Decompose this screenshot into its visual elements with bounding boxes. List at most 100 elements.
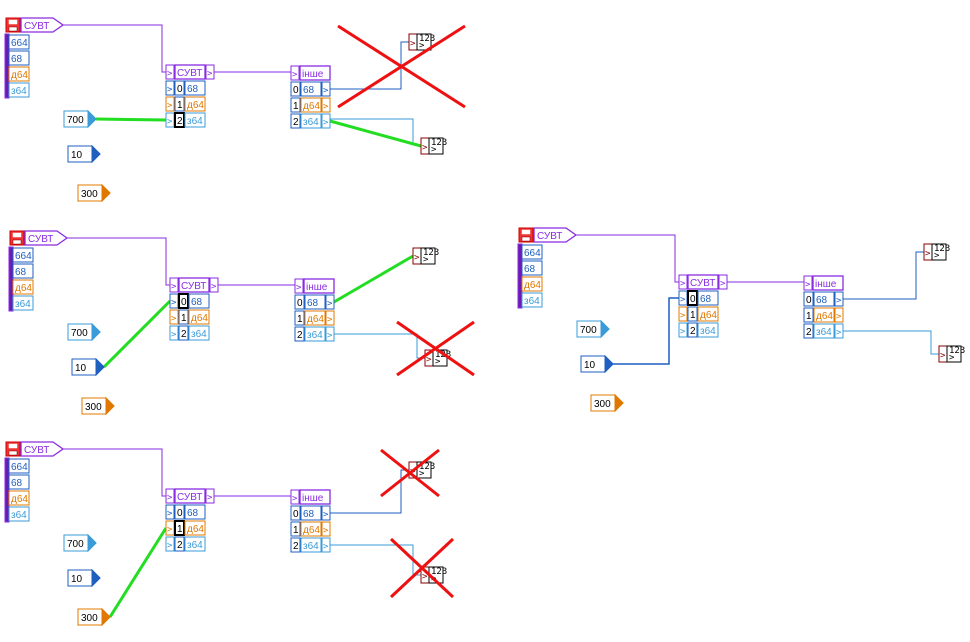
numeric-constant[interactable]: 700 — [63, 109, 97, 129]
numeric-constant[interactable]: 10 — [71, 357, 105, 377]
cluster-wire — [67, 237, 170, 286]
indicator-glyph-2: >_ — [435, 357, 446, 367]
row-index: 0 — [690, 294, 696, 305]
numeric-constant[interactable]: 700 — [63, 533, 97, 553]
numeric-constant[interactable]: 300 — [81, 396, 115, 416]
case-header — [299, 65, 331, 81]
field-label: д64 — [11, 494, 28, 505]
numeric-constant[interactable]: 700 — [576, 319, 610, 339]
row-type-box — [188, 293, 210, 309]
row-type-box — [813, 323, 835, 339]
terminal-arrow: > — [925, 249, 931, 259]
constant-terminal — [101, 183, 111, 203]
constant-terminal — [91, 322, 101, 342]
field-label: 68 — [15, 267, 27, 278]
numeric-indicator[interactable]: >123>_ — [938, 345, 965, 363]
constant-value: 300 — [81, 613, 98, 624]
floppy-shutter — [8, 26, 18, 32]
row-index: 2 — [293, 541, 299, 552]
case-else-label: інше — [302, 69, 324, 80]
row-index-box — [290, 81, 301, 97]
indicator-box — [420, 247, 436, 265]
i32-wire — [613, 297, 679, 365]
constant-terminal — [87, 533, 97, 553]
row-type-box — [188, 309, 210, 325]
cluster-name-box — [24, 230, 69, 246]
terminal-arrow: > — [836, 328, 842, 338]
row-output-terminal — [321, 505, 331, 521]
numeric-constant[interactable]: 10 — [67, 568, 101, 588]
floppy-label-area — [8, 443, 18, 449]
row-type-box — [304, 294, 326, 310]
terminal-arrow: > — [327, 331, 333, 341]
row-index: 1 — [177, 100, 183, 111]
row-index-box — [178, 325, 189, 341]
output-terminal — [205, 488, 215, 504]
terminal-arrow: > — [323, 102, 329, 112]
row-type-box — [184, 112, 206, 128]
row-output-terminal — [321, 97, 331, 113]
numeric-constant[interactable]: 700 — [67, 322, 101, 342]
row-type-label: 68 — [700, 294, 712, 305]
numeric-indicator[interactable]: >123>_ — [923, 243, 950, 261]
row-index: 0 — [293, 509, 299, 520]
indicator-glyph-2: >_ — [934, 251, 945, 261]
cluster-border — [4, 457, 10, 523]
row-index: 0 — [177, 508, 183, 519]
row-type-label: 68 — [303, 85, 315, 96]
numeric-constant[interactable]: 10 — [580, 354, 614, 374]
field-label: з64 — [524, 296, 540, 307]
row-index-box — [174, 80, 185, 96]
row-input-terminal — [169, 309, 179, 325]
case-else-label: інше — [302, 493, 324, 504]
terminal-arrow: > — [167, 101, 173, 111]
numeric-indicator[interactable]: >123>_ — [412, 247, 439, 265]
row-output-terminal — [325, 310, 335, 326]
terminal-arrow: > — [211, 282, 217, 292]
field-box — [8, 82, 30, 98]
unbundle-name: СУВТ — [177, 492, 202, 503]
constant-terminal — [614, 393, 624, 413]
constant-terminal — [95, 357, 105, 377]
field-label: 664 — [11, 38, 28, 49]
numeric-constant[interactable]: 300 — [77, 607, 111, 627]
cluster-border — [8, 246, 14, 312]
field-label: д64 — [524, 280, 541, 291]
row-index-box — [294, 310, 305, 326]
selected-wire — [108, 527, 168, 618]
row-input-terminal — [165, 536, 175, 552]
row-index-box — [174, 520, 185, 536]
numeric-constant[interactable]: 300 — [77, 183, 111, 203]
row-type-box — [813, 291, 835, 307]
row-type-box — [184, 504, 206, 520]
terminal-arrow: > — [680, 279, 686, 289]
numeric-constant[interactable]: 300 — [590, 393, 624, 413]
row-type-box — [300, 113, 322, 129]
row-type-label: д64 — [816, 311, 833, 322]
row-index-box — [294, 294, 305, 310]
numeric-indicator[interactable]: >123>_ — [408, 33, 435, 51]
row-type-box — [300, 505, 322, 521]
row-type-label: з64 — [303, 541, 319, 552]
row-type-label: д64 — [307, 314, 324, 325]
field-label: 664 — [11, 462, 28, 473]
row-output-terminal — [834, 323, 844, 339]
numeric-indicator[interactable]: >123>_ — [420, 137, 447, 155]
row-index: 0 — [181, 297, 187, 308]
numeric-constant[interactable]: 10 — [67, 144, 101, 164]
